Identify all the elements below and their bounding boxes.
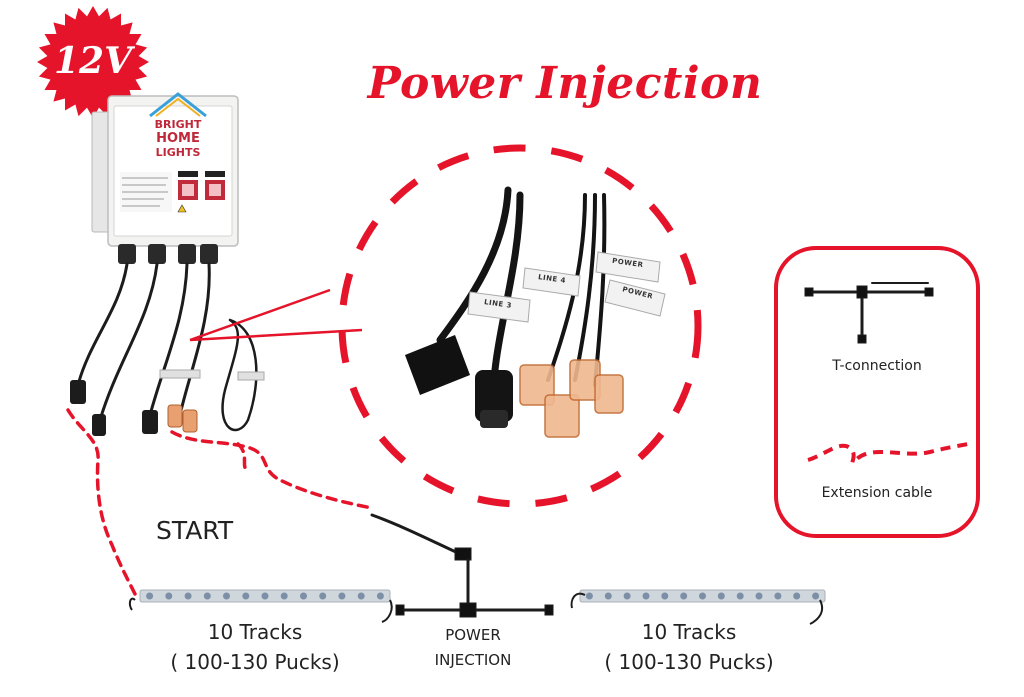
track-right <box>579 589 826 603</box>
t-connector-icon <box>804 282 934 344</box>
injection-t-cable <box>370 513 554 618</box>
left-tracks-line2: ( 100-130 Pucks) <box>170 650 340 674</box>
dashed-extension-cables <box>66 408 374 596</box>
zoom-circle <box>338 144 702 508</box>
legend-panel <box>774 246 980 538</box>
puck <box>736 592 744 600</box>
track-left <box>139 589 391 603</box>
zoom-plugs <box>405 251 666 438</box>
page-title: Power Injection <box>367 58 763 109</box>
controller-box-icon <box>91 92 239 264</box>
puck <box>699 592 706 600</box>
controller-cables <box>76 262 258 432</box>
puck <box>319 592 327 600</box>
extension-cable-icon <box>807 442 969 465</box>
legend-t-connection-label: T-connection <box>832 358 922 374</box>
start-label: START <box>156 516 234 545</box>
puck <box>223 592 230 600</box>
puck <box>165 592 173 600</box>
puck <box>184 592 192 600</box>
logo-line-2: HOME <box>156 131 200 146</box>
puck <box>717 592 725 600</box>
puck <box>376 592 384 600</box>
zoom-pointer-line <box>189 288 363 342</box>
voltage-badge-label: 12V <box>53 40 133 82</box>
puck <box>774 592 782 600</box>
zoom-cables <box>436 186 607 387</box>
puck <box>242 592 250 600</box>
puck <box>793 592 801 600</box>
puck <box>680 592 688 600</box>
legend-extension-cable-label: Extension cable <box>821 485 933 501</box>
controller-logo: BRIGHT HOME LIGHTS <box>130 118 226 160</box>
puck <box>280 592 288 600</box>
puck <box>642 592 650 600</box>
cable-plugs <box>70 369 265 436</box>
puck <box>812 592 820 600</box>
puck <box>623 592 631 600</box>
injection-label-line2: INJECTION <box>434 651 512 669</box>
puck <box>203 592 211 600</box>
right-tracks-line1: 10 Tracks <box>641 620 737 644</box>
puck <box>146 592 154 600</box>
starburst-badge-icon <box>37 6 149 118</box>
puck <box>261 592 269 600</box>
logo-line-3: LIGHTS <box>155 146 201 159</box>
puck <box>300 592 307 600</box>
puck <box>338 592 346 600</box>
puck <box>357 592 365 600</box>
track-end-connectors <box>128 592 824 625</box>
logo-line-1: BRIGHT <box>154 118 202 131</box>
puck <box>604 592 612 600</box>
right-tracks-line2: ( 100-130 Pucks) <box>604 650 774 674</box>
injection-label-line1: POWER <box>445 626 501 644</box>
puck <box>755 592 763 600</box>
puck <box>585 592 593 600</box>
left-tracks-line1: 10 Tracks <box>207 620 303 644</box>
puck <box>661 592 669 600</box>
